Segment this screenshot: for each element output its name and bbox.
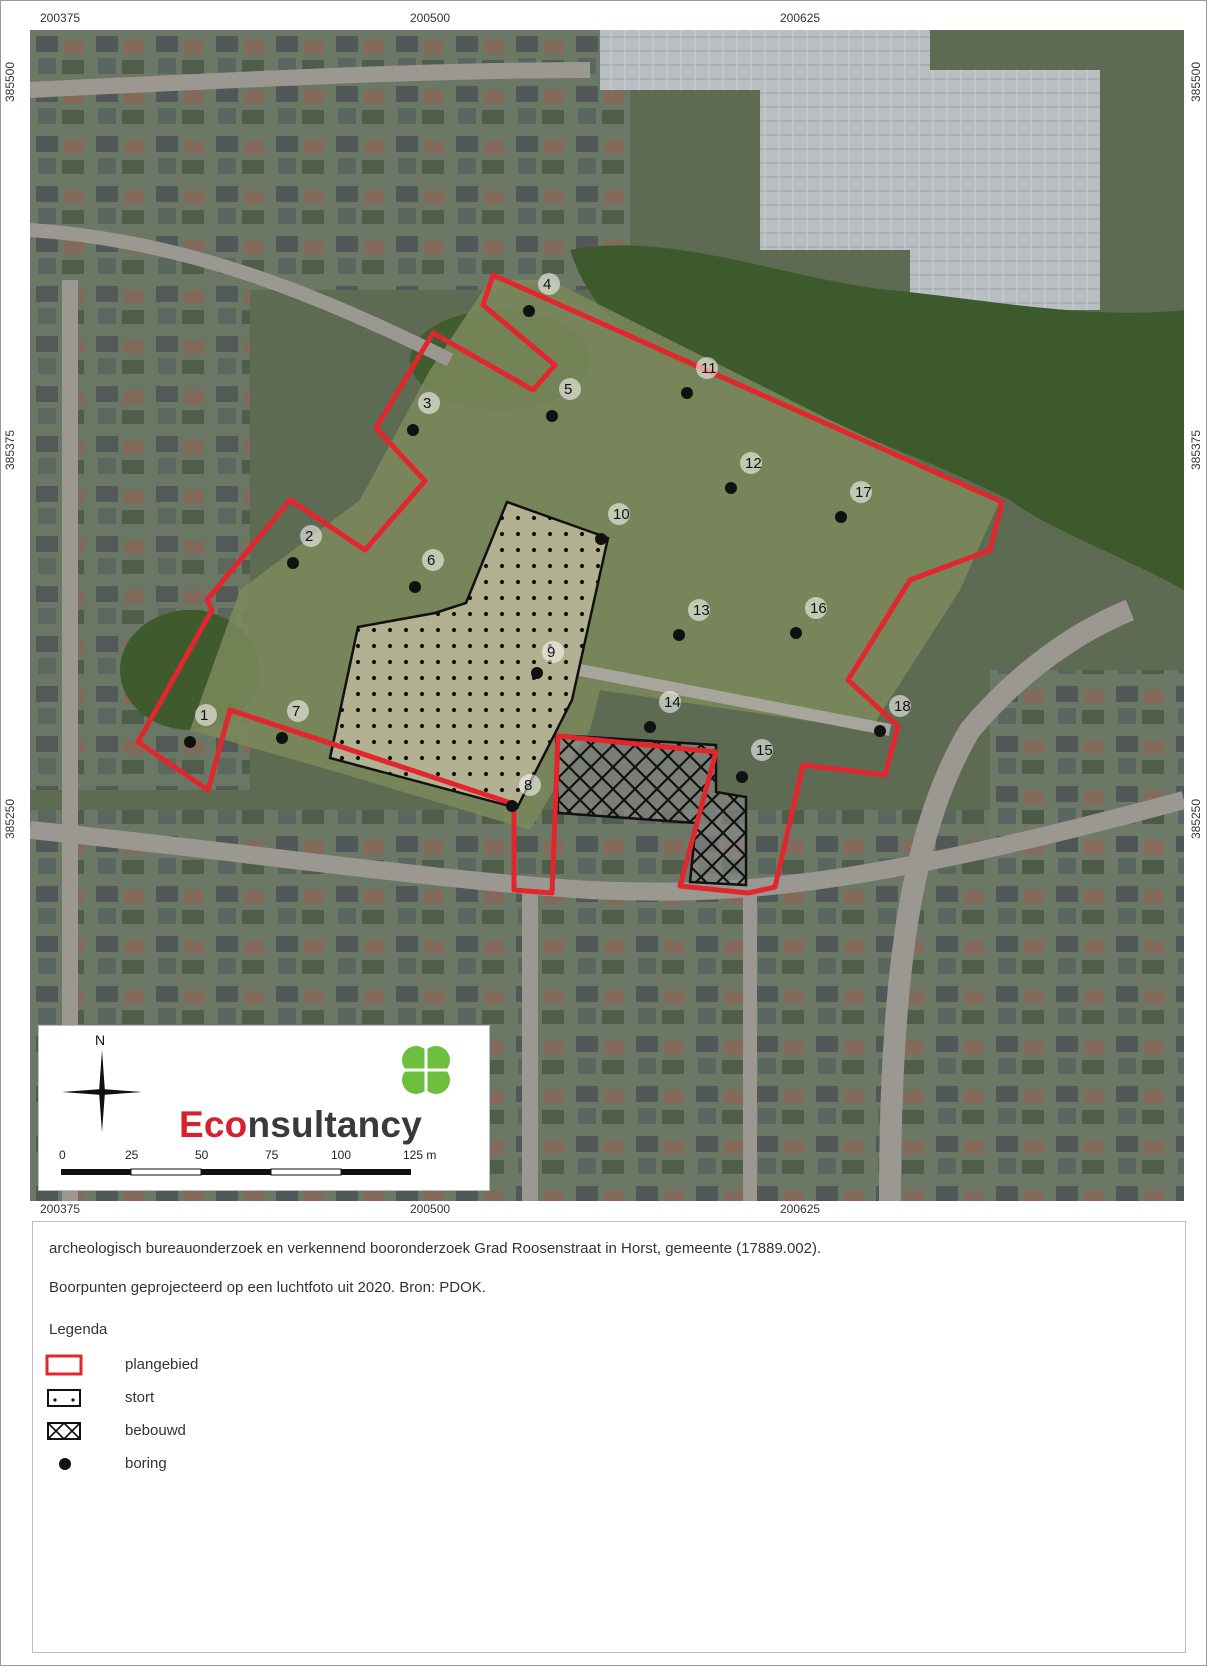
coord-x-top-3: 200625 xyxy=(780,11,821,25)
boring-label-halo xyxy=(696,357,718,379)
boring-label-halo xyxy=(608,503,630,525)
boring-label-halo xyxy=(559,378,581,400)
scale-label-0: 0 xyxy=(59,1148,66,1162)
map-logo-box: N Econsultancy 0 25 50 75 100 125 m xyxy=(38,1025,490,1191)
boring-label-13: 13 xyxy=(693,602,710,619)
coord-x-bottom-3: 200625 xyxy=(780,1202,821,1216)
clover-logo-icon xyxy=(398,1042,454,1098)
coord-y-right-2: 385375 xyxy=(1189,429,1204,471)
boring-point-9[interactable] xyxy=(531,667,543,679)
boring-point-15[interactable] xyxy=(736,771,748,783)
boring-point-4[interactable] xyxy=(523,305,535,317)
boring-label-halo xyxy=(751,739,773,761)
boring-point-5[interactable] xyxy=(546,410,558,422)
coord-x-top-1: 200375 xyxy=(40,11,81,25)
boring-point-10[interactable] xyxy=(595,533,607,545)
boring-label-16: 16 xyxy=(810,600,827,617)
boring-label-2: 2 xyxy=(305,528,313,545)
boring-point-6[interactable] xyxy=(409,581,421,593)
coord-y-left-2: 385375 xyxy=(3,429,18,471)
legend-item-stort: stort xyxy=(45,1386,445,1410)
scale-label-50: 50 xyxy=(195,1148,209,1162)
plangebied-symbol-icon xyxy=(45,1354,83,1376)
boring-symbol-icon xyxy=(59,1458,71,1470)
boring-point-17[interactable] xyxy=(835,511,847,523)
boring-point-8[interactable] xyxy=(506,800,518,812)
boring-label-5: 5 xyxy=(564,381,572,398)
north-arrow-icon: N xyxy=(62,1032,142,1132)
boring-label-1: 1 xyxy=(200,707,208,724)
coord-x-bottom-2: 200500 xyxy=(410,1202,451,1216)
boring-label-halo xyxy=(422,549,444,571)
coord-y-left-3: 385250 xyxy=(3,798,18,840)
caption-line-1: archeologisch bureauonderzoek en verkenn… xyxy=(49,1240,822,1257)
boring-label-7: 7 xyxy=(292,703,300,720)
boring-label-6: 6 xyxy=(427,552,435,569)
boring-point-1[interactable] xyxy=(184,736,196,748)
boring-label-halo xyxy=(538,273,560,295)
boring-point-2[interactable] xyxy=(287,557,299,569)
boring-point-14[interactable] xyxy=(644,721,656,733)
boring-point-11[interactable] xyxy=(681,387,693,399)
coord-y-right-1: 385500 xyxy=(1189,61,1204,103)
boring-label-10: 10 xyxy=(613,506,630,523)
boring-label-9: 9 xyxy=(547,644,555,661)
boring-point-16[interactable] xyxy=(790,627,802,639)
legend-title: Legenda xyxy=(49,1321,108,1338)
boring-label-8: 8 xyxy=(524,777,532,794)
boring-point-12[interactable] xyxy=(725,482,737,494)
stort-symbol-icon xyxy=(47,1389,81,1407)
boring-label-halo xyxy=(688,599,710,621)
boring-point-3[interactable] xyxy=(407,424,419,436)
boring-label-11: 11 xyxy=(701,360,717,377)
boring-label-14: 14 xyxy=(664,694,681,711)
boring-point-7[interactable] xyxy=(276,732,288,744)
boring-point-18[interactable] xyxy=(874,725,886,737)
coord-y-right-3: 385250 xyxy=(1189,798,1204,840)
boring-label-4: 4 xyxy=(543,276,551,293)
scale-label-100: 100 xyxy=(331,1148,351,1162)
boring-label-15: 15 xyxy=(756,742,773,759)
caption-line-2: Boorpunten geprojecteerd op een luchtfot… xyxy=(49,1279,486,1296)
coord-x-top-2: 200500 xyxy=(410,11,451,25)
boring-label-3: 3 xyxy=(423,395,431,412)
legend-item-plangebied: plangebied xyxy=(45,1353,445,1377)
boring-label-halo xyxy=(195,704,217,726)
boring-label-halo xyxy=(542,641,564,663)
legend-item-boring: boring xyxy=(45,1452,445,1476)
boring-label-halo xyxy=(300,525,322,547)
north-label: N xyxy=(95,1032,105,1048)
boring-label-halo xyxy=(519,774,541,796)
boring-label-halo xyxy=(287,700,309,722)
boring-point-13[interactable] xyxy=(673,629,685,641)
boring-label-halo xyxy=(805,597,827,619)
boring-label-12: 12 xyxy=(745,455,762,472)
boring-label-18: 18 xyxy=(894,698,911,715)
boring-label-halo xyxy=(850,481,872,503)
brand-wordmark: Econsultancy xyxy=(179,1104,422,1145)
boring-label-halo xyxy=(740,452,762,474)
scale-bar: 0 25 50 75 100 125 m xyxy=(59,1148,436,1176)
boring-label-17: 17 xyxy=(855,484,872,501)
scale-label-75: 75 xyxy=(265,1148,279,1162)
boring-label-halo xyxy=(889,695,911,717)
scale-label-125: 125 m xyxy=(403,1148,436,1162)
boring-label-halo xyxy=(659,691,681,713)
boring-label-halo xyxy=(418,392,440,414)
legend-item-bebouwd: bebouwd xyxy=(45,1419,445,1443)
legend-panel: archeologisch bureauonderzoek en verkenn… xyxy=(32,1221,1186,1653)
scale-label-25: 25 xyxy=(125,1148,139,1162)
coord-y-left-1: 385500 xyxy=(3,61,18,103)
coord-x-bottom-1: 200375 xyxy=(40,1202,81,1216)
bebouwd-symbol-icon xyxy=(47,1422,81,1440)
